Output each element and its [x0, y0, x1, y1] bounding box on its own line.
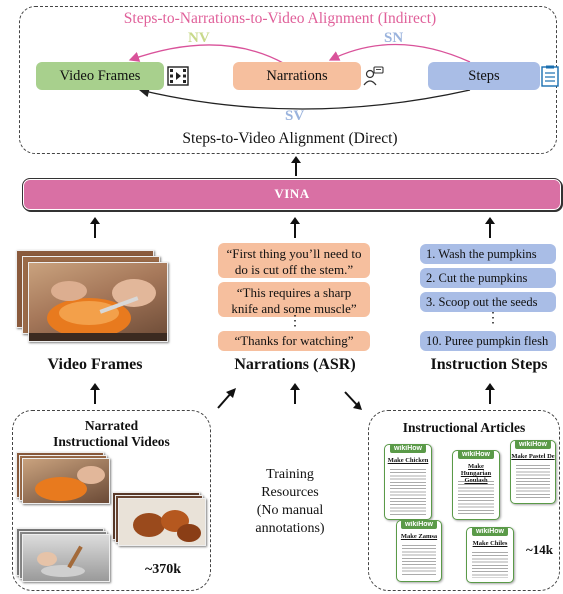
step-item-2: 2. Cut the pumpkins	[420, 268, 556, 288]
center-line2: Resources	[261, 485, 319, 500]
narrated-videos-box	[12, 410, 211, 591]
nv-label: NV	[188, 30, 210, 46]
training-resources-note: Training Resources (No manual annotation…	[240, 466, 340, 538]
steps-ellipsis: ⋮	[486, 311, 500, 326]
instruction-steps-label: Instruction Steps	[430, 356, 548, 373]
inputs-to-vina-arrows	[90, 217, 495, 238]
step-item-3: 3. Scoop out the seeds	[420, 292, 556, 312]
sv-arrow	[138, 87, 471, 110]
narrations-asr-label: Narrations (ASR)	[234, 356, 356, 373]
pumpkin-cutting-image	[29, 279, 167, 341]
narrations-node: Narrations	[233, 62, 361, 90]
instructional-articles-box	[368, 410, 560, 591]
center-line4: annotations)	[255, 521, 325, 536]
video-thumbs-pumpkin	[16, 452, 111, 507]
video-thumbs-chicken	[112, 492, 207, 550]
asr-ellipsis: ⋮	[288, 314, 302, 329]
asr-item-3: “Thanks for watching”	[218, 331, 370, 351]
article-card-5: wikiHow Make Chiles	[466, 527, 514, 583]
articles-title: Instructional Articles	[402, 420, 526, 435]
center-line3: (No manual	[256, 503, 324, 518]
videos-count: ~370k	[145, 562, 182, 577]
alignment-arrows	[128, 43, 471, 110]
asr-item-2: “This requires a sharp knife and some mu…	[218, 282, 370, 317]
vina-label: VINA	[274, 186, 310, 201]
speaker-icon	[363, 66, 384, 86]
wikihow-badge: wikiHow	[514, 441, 552, 449]
sn-label: SN	[384, 30, 404, 46]
vina-to-alignment-arrow	[291, 156, 301, 176]
article-card-title: Make Zamsa	[400, 533, 438, 540]
wikihow-badge: wikiHow	[457, 451, 495, 459]
videos-title-line1: Narrated	[84, 418, 139, 433]
narrations-node-label: Narrations	[266, 67, 328, 84]
step-item-10: 10. Puree pumpkin flesh	[420, 331, 556, 351]
video-frames-label: Video Frames	[47, 356, 143, 373]
indirect-alignment-title: Steps-to-Narrations-to-Video Alignment (…	[123, 10, 437, 27]
steps-node-label: Steps	[468, 67, 500, 84]
resources-to-inputs-arrows	[90, 383, 495, 410]
video-frames-stack	[16, 250, 171, 345]
steps-node: Steps	[428, 62, 540, 90]
direct-alignment-title: Steps-to-Video Alignment (Direct)	[182, 130, 398, 147]
pumpkin-cutting-frame	[28, 262, 168, 342]
article-card-4: wikiHow Make Zamsa	[396, 520, 442, 582]
video-frames-node: Video Frames	[36, 62, 164, 90]
article-card-title: Make Pastel De	[511, 453, 555, 460]
video-frames-node-label: Video Frames	[59, 67, 141, 84]
article-card-title: Make Chiles	[472, 540, 508, 547]
videos-title-line2: Instructional Videos	[53, 434, 170, 449]
step-item-1: 1. Wash the pumpkins	[420, 244, 556, 264]
article-card-3: wikiHow Make Pastel De	[510, 440, 556, 504]
center-line1: Training	[266, 467, 314, 482]
wikihow-badge: wikiHow	[400, 521, 438, 529]
wikihow-badge: wikiHow	[471, 528, 509, 536]
article-card-1: wikiHow Make Chicken	[384, 444, 432, 520]
film-icon	[167, 66, 189, 86]
asr-item-1: “First thing you’ll need to do is cut of…	[218, 243, 370, 278]
article-card-title: Make Chicken	[387, 457, 429, 464]
video-thumbs-cooking	[16, 528, 111, 586]
article-card-2: wikiHow Make Hungarian Goulash	[452, 450, 500, 520]
checklist-icon	[541, 65, 559, 87]
articles-count: ~14k	[526, 542, 553, 557]
article-card-title: Make Hungarian Goulash	[460, 463, 492, 484]
sv-label: SV	[285, 108, 305, 124]
nv-arrow	[128, 44, 286, 65]
wikihow-badge: wikiHow	[389, 445, 427, 453]
sn-arrow	[328, 43, 471, 63]
vina-model-bar: VINA	[22, 178, 562, 211]
